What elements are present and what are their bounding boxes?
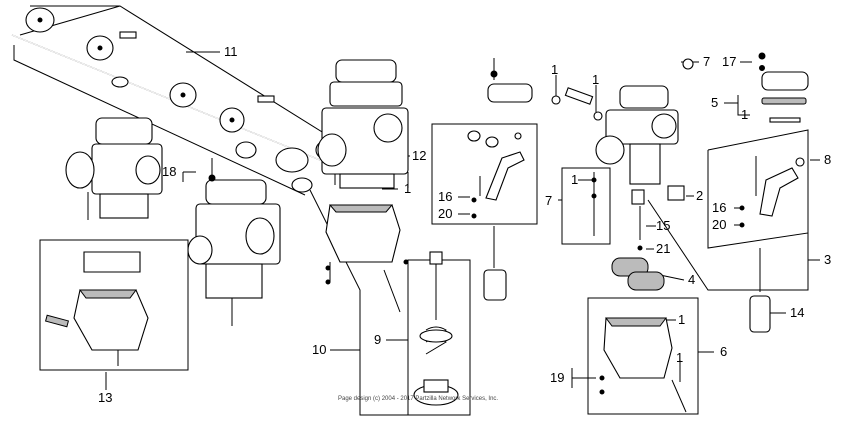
callout-label: 1	[592, 72, 599, 87]
float-bowl-center	[325, 204, 401, 313]
frame-lines	[13, 5, 820, 416]
callout-label: 8	[824, 152, 831, 167]
cover-top-right	[682, 52, 809, 123]
callout-label: 16	[438, 189, 452, 204]
callout-label: 1	[678, 312, 685, 327]
callout-label: 21	[656, 241, 670, 256]
callout-label: 20	[438, 206, 452, 221]
carburetor-body-left	[65, 117, 163, 220]
callout-label: 20	[712, 217, 726, 232]
callout-label: 11	[224, 44, 238, 59]
callout-label: 15	[656, 218, 670, 233]
fasteners	[208, 158, 409, 285]
carburetor-body-main	[317, 59, 409, 189]
throttle-shaft-assembly	[11, 7, 341, 193]
callout-label: 3	[824, 252, 831, 267]
callout-label: 10	[312, 342, 326, 357]
float-bowl-left	[44, 251, 149, 366]
diaphragm-stack	[413, 251, 459, 406]
carburetor-body-right	[595, 85, 685, 251]
group-8-parts	[739, 156, 805, 228]
piston	[749, 248, 771, 333]
float-bowl-right	[599, 317, 687, 413]
callout-label: 17	[722, 54, 736, 69]
callout-label: 1	[741, 107, 748, 122]
callout-label: 5	[711, 95, 718, 110]
callout-label: 9	[374, 332, 381, 347]
callout-label: 14	[790, 305, 804, 320]
group-12-parts	[467, 58, 533, 301]
callout-label: 7	[545, 193, 552, 208]
float-pair	[611, 257, 665, 291]
callout-label: 4	[688, 272, 695, 287]
callout-label: 16	[712, 200, 726, 215]
callout-label: 13	[98, 390, 112, 405]
callout-label: 6	[720, 344, 727, 359]
copyright-footer: Page design (c) 2004 - 2017 Partzilla Ne…	[338, 396, 498, 402]
callout-label: 19	[550, 370, 564, 385]
jet-stack	[591, 172, 597, 236]
callout-label: 1	[551, 62, 558, 77]
callout-label: 12	[412, 148, 426, 163]
hose-part	[551, 87, 603, 121]
callout-label: 18	[162, 164, 176, 179]
callout-label: 7	[703, 54, 710, 69]
callout-label: 2	[696, 188, 703, 203]
callout-labels: 11 18 13 1 12 10 9 1 1 16 20 7 1 7 17 5 …	[98, 44, 831, 405]
callout-label: 1	[676, 350, 683, 365]
callout-label: 1	[571, 172, 578, 187]
callout-label: 1	[404, 181, 411, 196]
carburetor-body-center	[187, 179, 281, 326]
